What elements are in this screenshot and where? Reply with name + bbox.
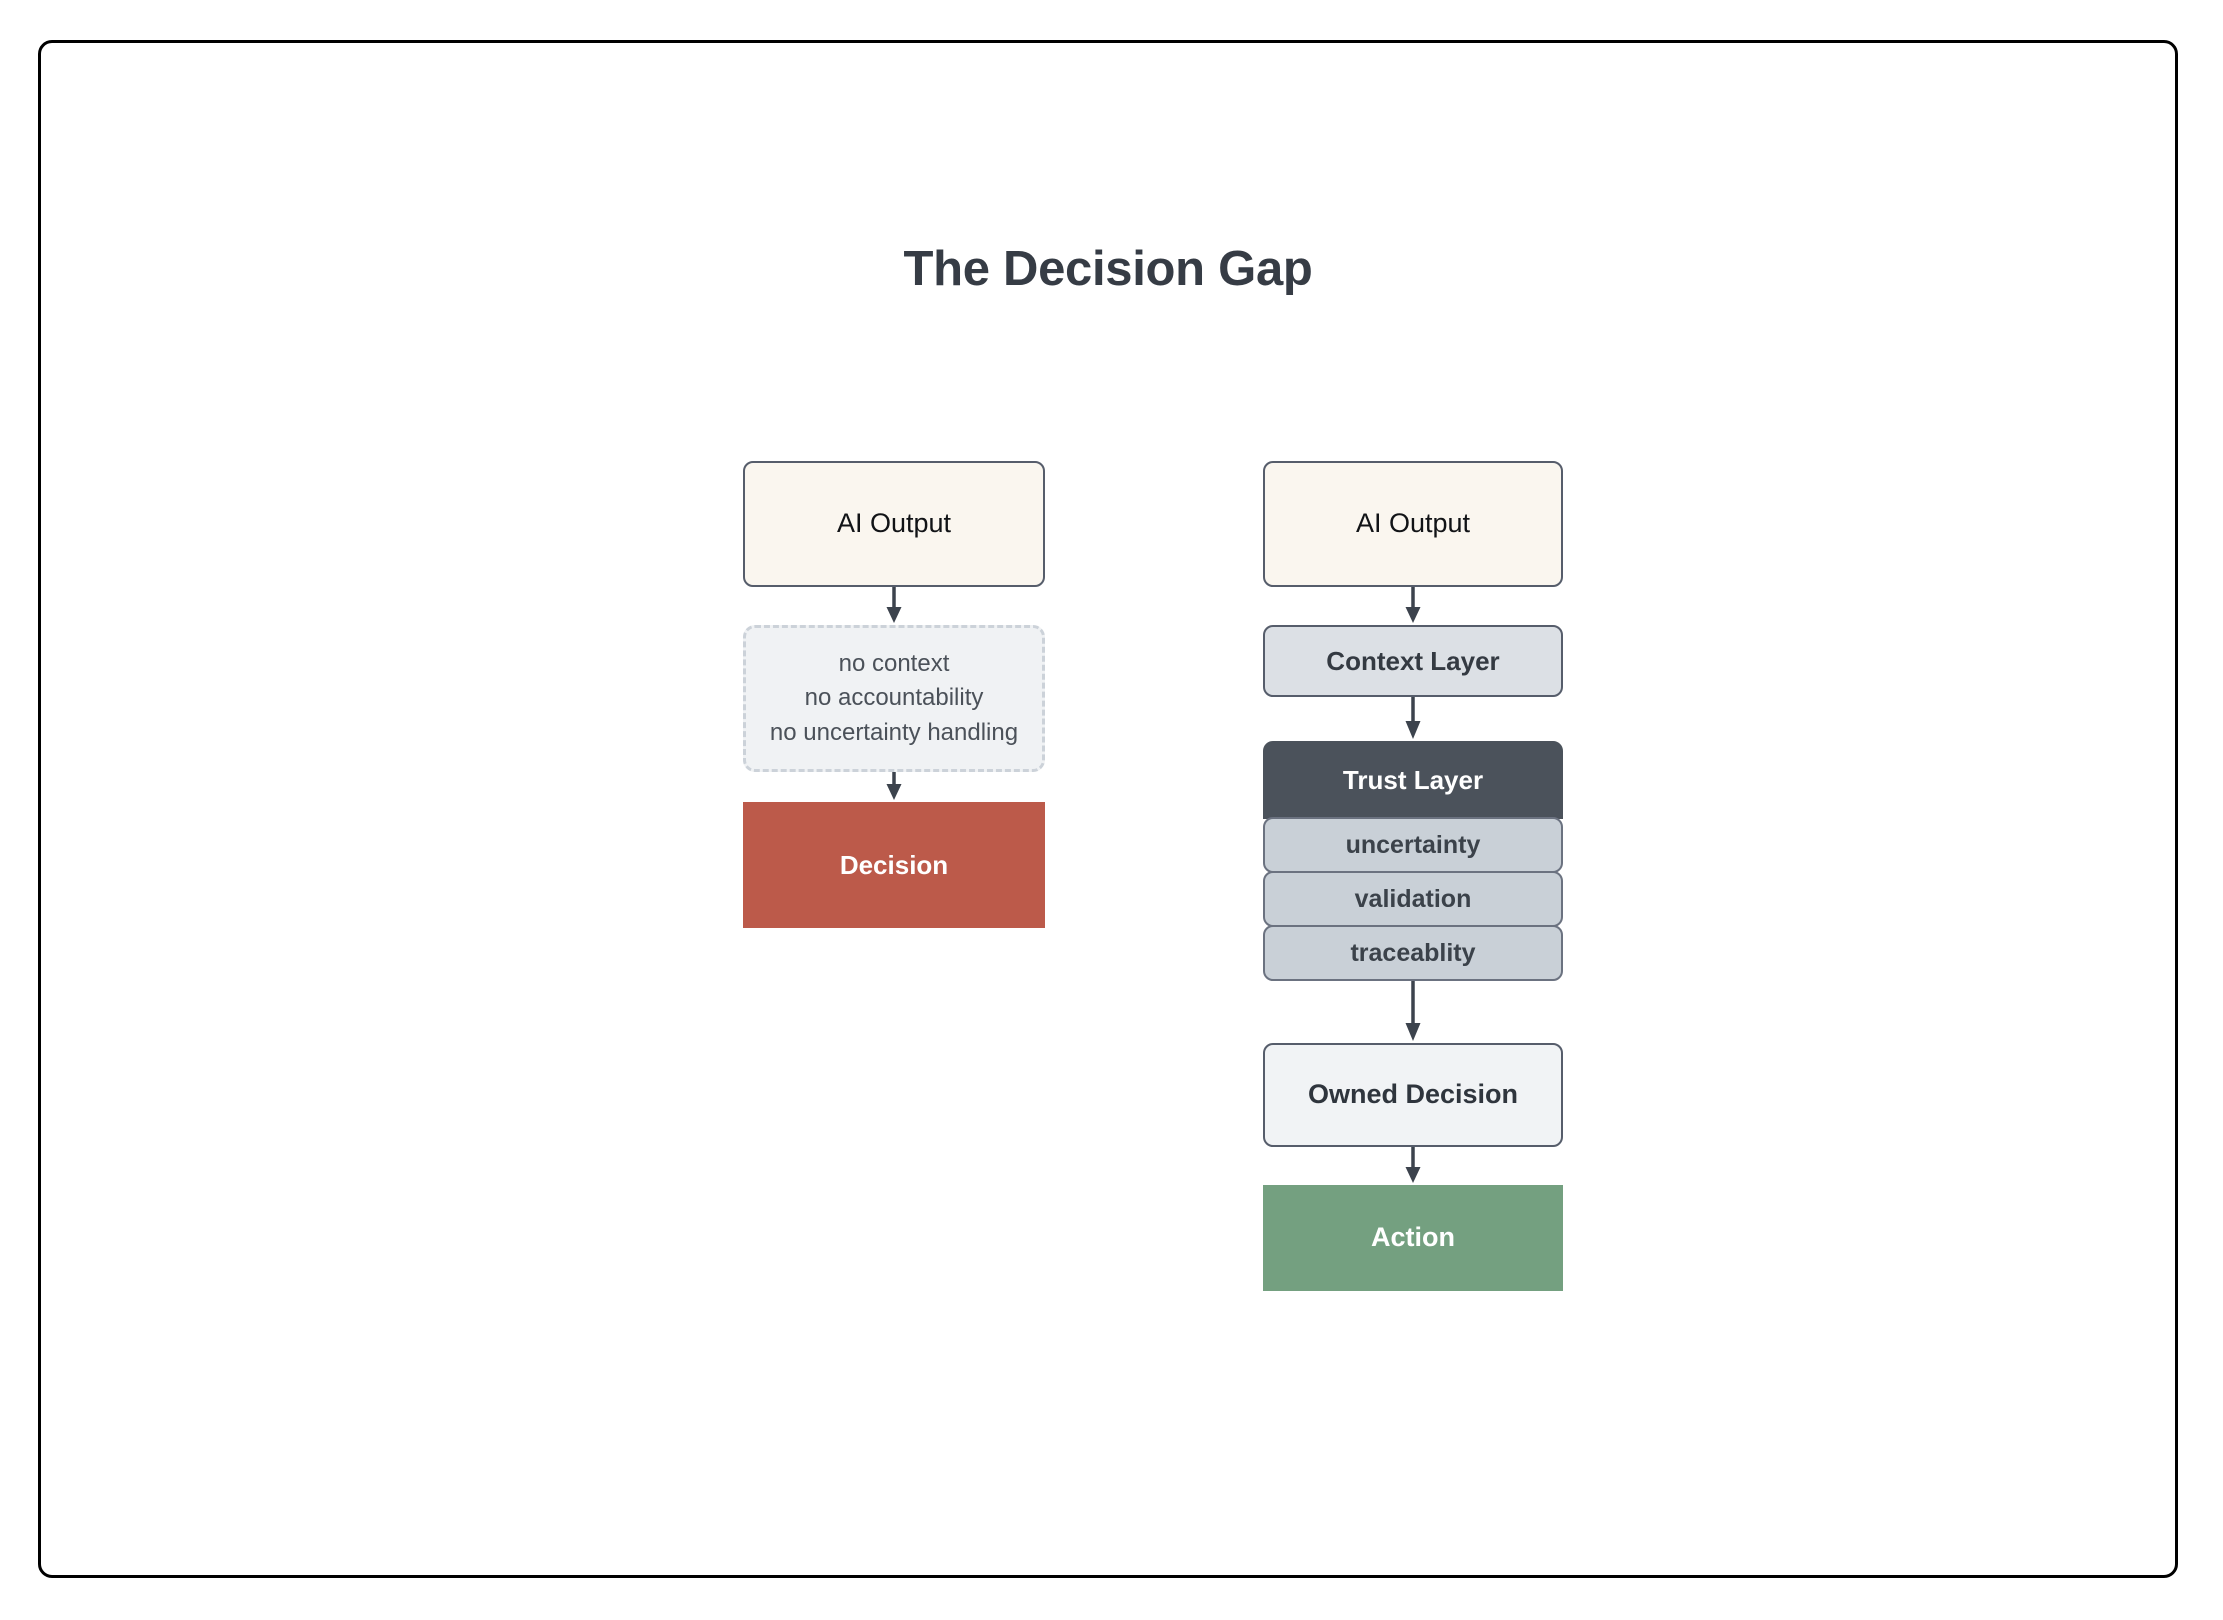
node-label: Decision bbox=[839, 849, 949, 880]
node-label: Trust Layer bbox=[1342, 764, 1484, 795]
connector-trust-layer-to-owned-decision bbox=[1263, 981, 1563, 1043]
flow-column-trusted-path: AI Output Context Layer Trust Layer unce… bbox=[1263, 461, 1563, 1291]
node-label: Context Layer bbox=[1326, 645, 1500, 676]
connector-owned-decision-to-action bbox=[1263, 1147, 1563, 1185]
missing-line-1: no context bbox=[838, 650, 950, 678]
node-label: validation bbox=[1354, 884, 1472, 913]
missing-line-3: no uncertainty handling bbox=[769, 718, 1019, 746]
node-label: AI Output bbox=[1355, 508, 1471, 539]
node-owned-decision[interactable]: Owned Decision bbox=[1263, 1043, 1563, 1147]
node-context-layer[interactable]: Context Layer bbox=[1263, 625, 1563, 697]
node-trust-validation[interactable]: validation bbox=[1263, 871, 1563, 927]
page-title: The Decision Gap bbox=[903, 242, 1313, 296]
node-action[interactable]: Action bbox=[1263, 1185, 1563, 1291]
node-ai-output-right[interactable]: AI Output bbox=[1263, 461, 1563, 587]
node-label: AI Output bbox=[836, 508, 952, 539]
diagram-canvas-frame: The Decision Gap AI Output no context no… bbox=[38, 40, 2178, 1578]
node-trust-layer[interactable]: Trust Layer bbox=[1263, 741, 1563, 819]
connector-missing-to-decision bbox=[743, 772, 1045, 802]
node-label: Action bbox=[1371, 1222, 1455, 1253]
node-trust-traceablity[interactable]: traceablity bbox=[1263, 925, 1563, 981]
connector-ai-output-to-context-layer bbox=[1263, 587, 1563, 625]
node-decision[interactable]: Decision bbox=[743, 802, 1045, 928]
node-ai-output-left[interactable]: AI Output bbox=[743, 461, 1045, 587]
missing-line-2: no accountability bbox=[804, 684, 984, 712]
node-label: traceablity bbox=[1350, 938, 1476, 967]
node-trust-uncertainty[interactable]: uncertainty bbox=[1263, 817, 1563, 873]
node-missing-capabilities[interactable]: no context no accountability no uncertai… bbox=[743, 625, 1045, 772]
flow-column-broken-path: AI Output no context no accountability n… bbox=[743, 461, 1045, 928]
connector-context-layer-to-trust-layer bbox=[1263, 697, 1563, 741]
node-label: uncertainty bbox=[1345, 830, 1481, 859]
node-label: Owned Decision bbox=[1307, 1079, 1519, 1110]
connector-ai-output-to-missing bbox=[743, 587, 1045, 625]
